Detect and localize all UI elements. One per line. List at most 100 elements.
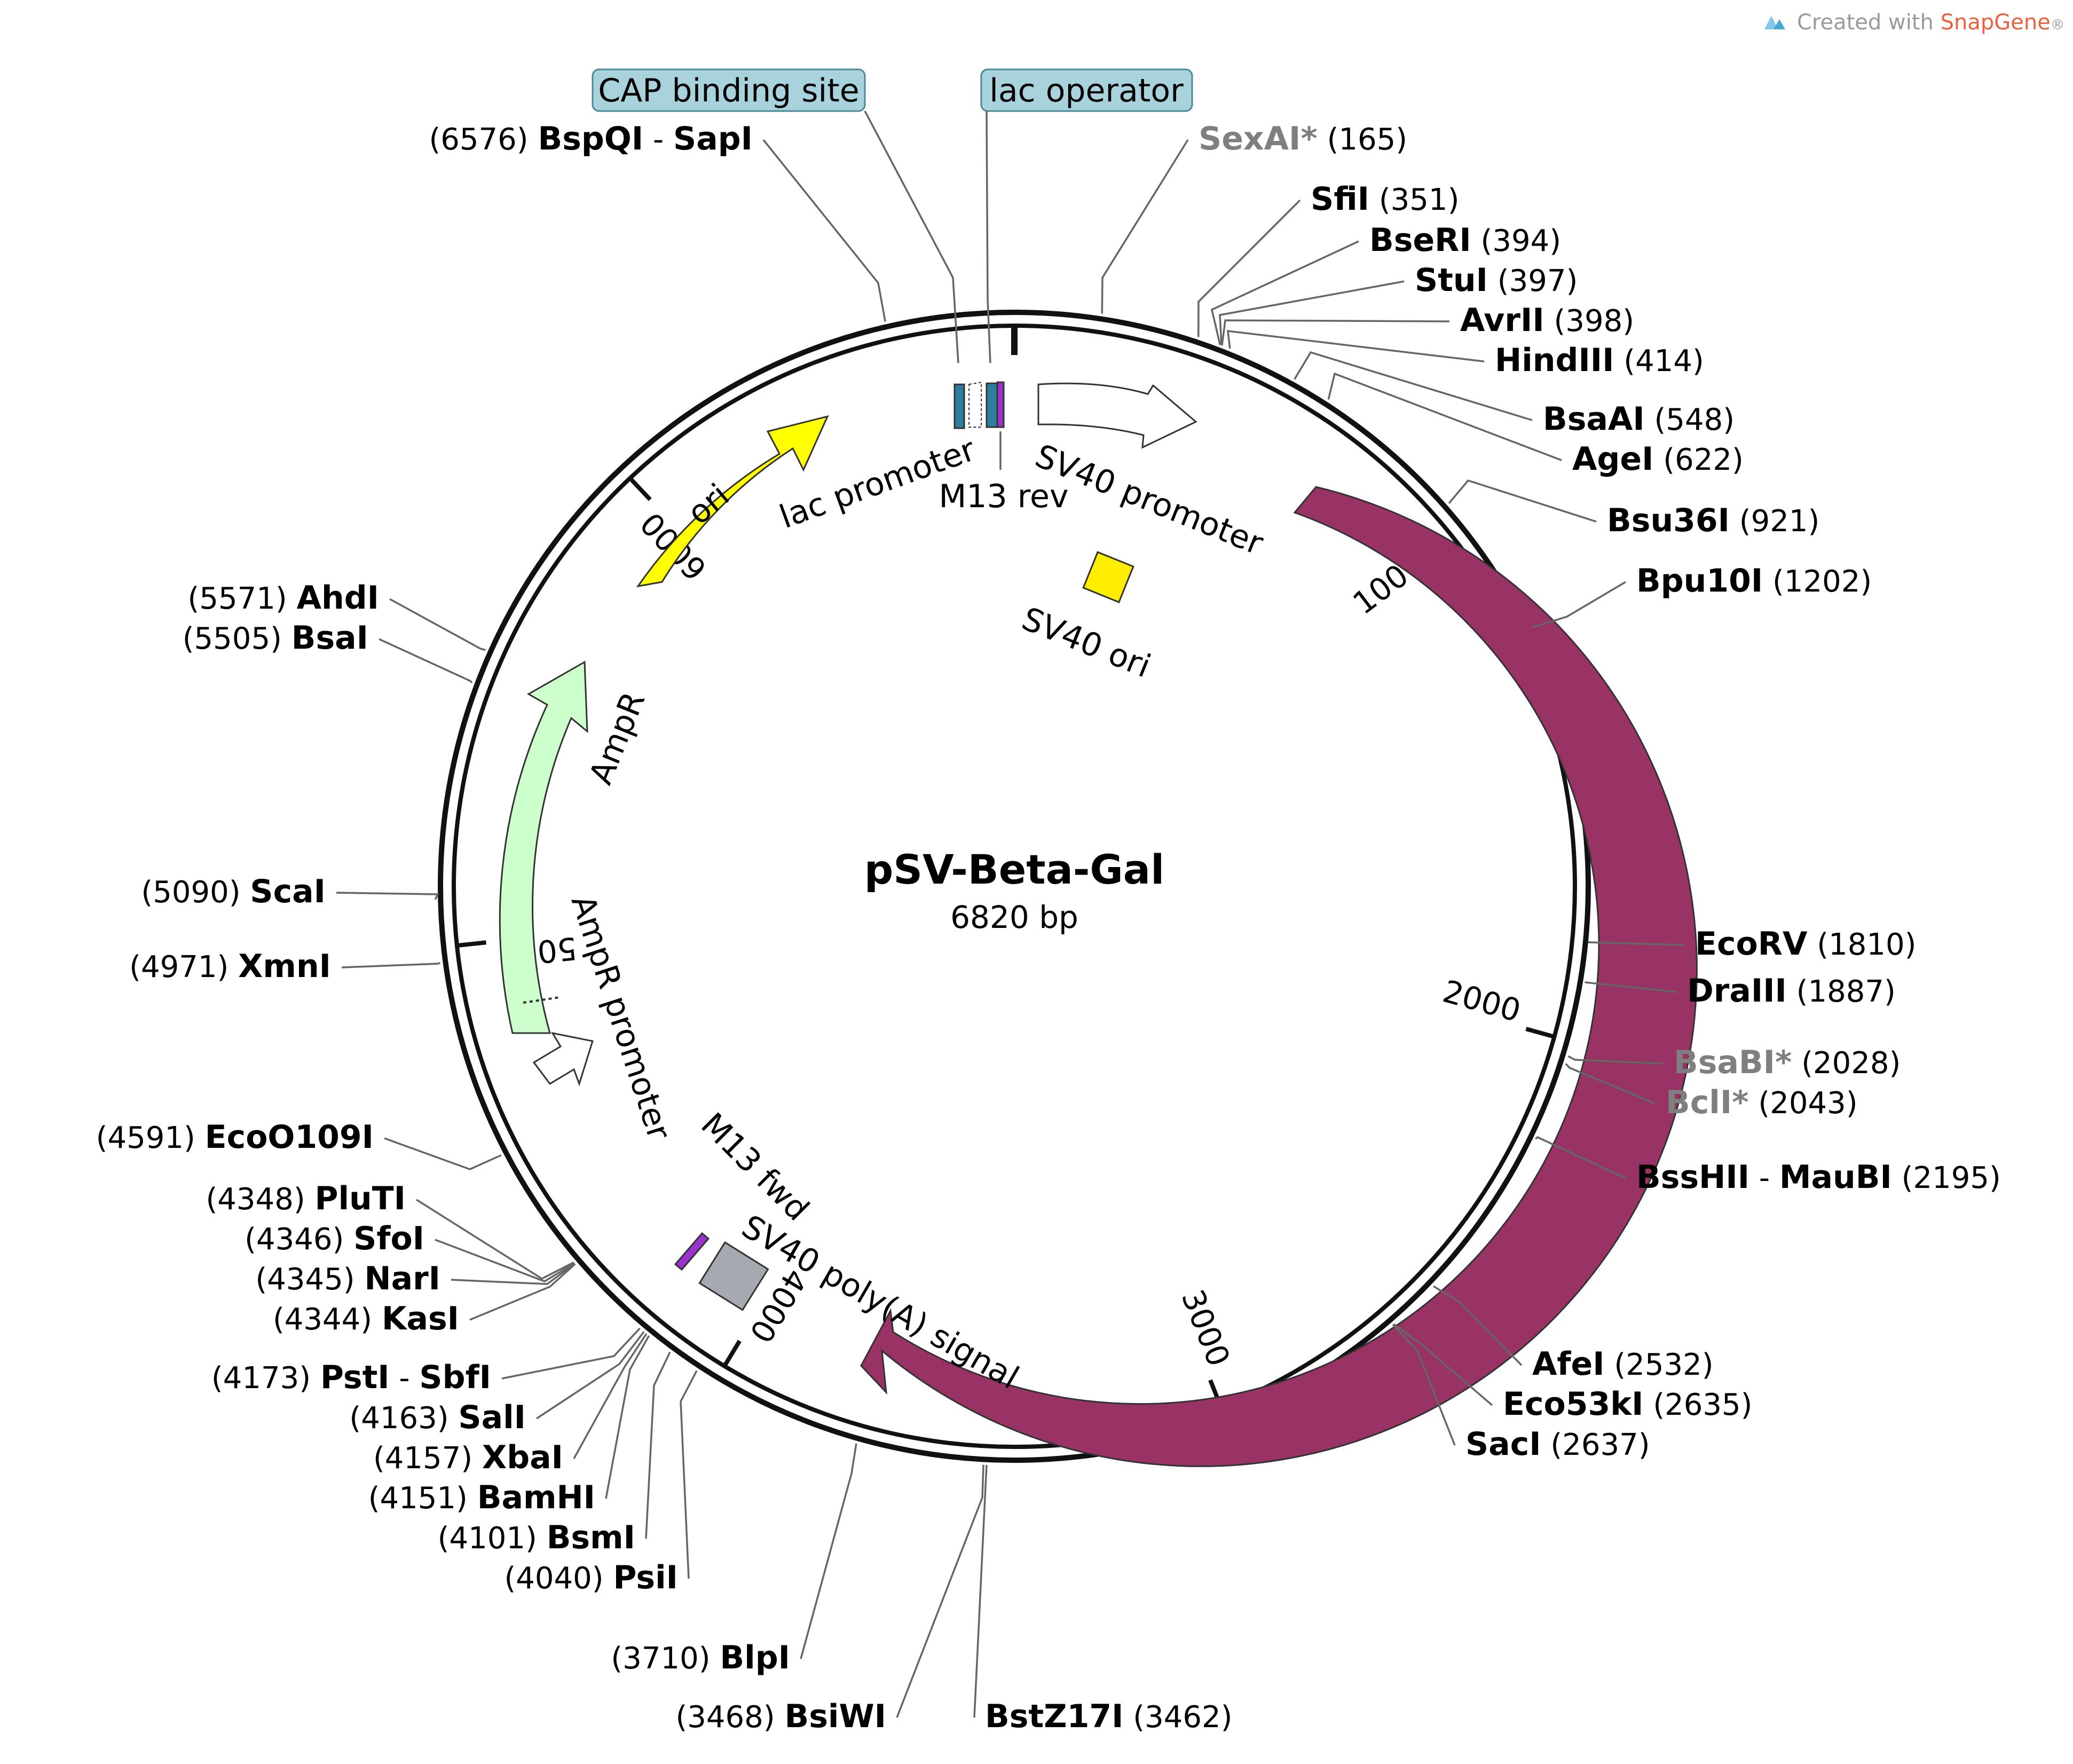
site-label: (3710) BlpI bbox=[611, 1639, 790, 1676]
site-label: BclI* (2043) bbox=[1666, 1084, 1858, 1121]
restriction-site[interactable]: AvrII (398) bbox=[1221, 302, 1634, 346]
site-callout-line bbox=[1565, 1063, 1656, 1105]
plasmid-name: pSV-Beta-Gal bbox=[864, 846, 1164, 893]
site-label: StuI (397) bbox=[1415, 262, 1578, 299]
restriction-site[interactable]: (4173) PstI - SbfI bbox=[211, 1327, 641, 1396]
restriction-site[interactable]: (4040) PsiI bbox=[504, 1370, 698, 1596]
feature-ampr[interactable]: AmpR bbox=[499, 660, 652, 1034]
lac-operator-callout[interactable]: lac operator bbox=[980, 68, 1193, 364]
site-label: (5571) AhdI bbox=[188, 579, 379, 617]
cap-binding-site-label: CAP binding site bbox=[598, 72, 859, 109]
svg-text:Created with SnapGene®: Created with SnapGene® bbox=[1797, 10, 2064, 35]
site-label: SacI (2637) bbox=[1465, 1426, 1650, 1463]
cap-binding-site-callout[interactable]: CAP binding site bbox=[592, 68, 959, 364]
site-callout-line bbox=[573, 1333, 648, 1459]
scale-tick bbox=[629, 477, 652, 501]
site-label: BssHII - MauBI (2195) bbox=[1636, 1159, 2001, 1196]
site-label: BsaBI* (2028) bbox=[1674, 1044, 1901, 1081]
site-callout-line bbox=[451, 1263, 576, 1285]
restriction-site[interactable]: Eco53kI (2635) bbox=[1393, 1323, 1753, 1423]
restriction-site[interactable]: StuI (397) bbox=[1219, 262, 1578, 345]
restriction-site[interactable]: EcoRV (1810) bbox=[1588, 925, 1916, 963]
feature-lacz[interactable]: lacZ bbox=[860, 486, 1698, 1467]
restriction-site[interactable]: AfeI (2532) bbox=[1433, 1285, 1714, 1383]
site-callout-line bbox=[336, 892, 439, 900]
restriction-site[interactable]: (4151) BamHI bbox=[368, 1335, 650, 1516]
site-callout-line bbox=[501, 1327, 641, 1380]
watermark-suffix: ® bbox=[2051, 17, 2064, 33]
restriction-site[interactable]: SacI (2637) bbox=[1392, 1324, 1650, 1463]
restriction-site[interactable]: BclI* (2043) bbox=[1565, 1063, 1858, 1121]
site-callout-line bbox=[389, 598, 486, 651]
restriction-site[interactable]: (5090) ScaI bbox=[141, 873, 439, 910]
feature-sv40-promoter[interactable]: SV40 promoter bbox=[1030, 382, 1268, 563]
restriction-site[interactable]: (4348) PluTI bbox=[206, 1180, 574, 1280]
restriction-site[interactable]: (4345) NarI bbox=[255, 1260, 576, 1297]
restriction-site[interactable]: (4163) SalI bbox=[349, 1331, 645, 1436]
site-label: AvrII (398) bbox=[1460, 302, 1634, 339]
site-label: (5090) ScaI bbox=[141, 873, 326, 910]
ampr-promoter-label: AmpR promoter bbox=[564, 891, 678, 1144]
site-label: HindIII (414) bbox=[1495, 342, 1704, 379]
restriction-site[interactable]: (3468) BsiWI bbox=[675, 1464, 984, 1735]
feature-ampr-promoter[interactable]: AmpR promoter bbox=[532, 891, 678, 1144]
restriction-site[interactable]: AgeI (622) bbox=[1327, 372, 1744, 478]
site-callout-line bbox=[896, 1464, 984, 1718]
restriction-site[interactable]: BssHII - MauBI (2195) bbox=[1535, 1136, 2001, 1196]
restriction-sites: (6576) BspQI - SapI SexAI* (165)SfiI (351… bbox=[96, 120, 2001, 1735]
restriction-site[interactable]: BsaAI (548) bbox=[1294, 351, 1735, 438]
site-callout-line bbox=[1392, 1324, 1456, 1446]
site-label: BsaAI (548) bbox=[1543, 400, 1735, 438]
restriction-site[interactable]: (4971) XmnI bbox=[129, 948, 441, 985]
site-callout-line bbox=[1535, 1136, 1626, 1179]
site-callout-line bbox=[973, 1464, 988, 1718]
restriction-site[interactable]: Bpu10I (1202) bbox=[1532, 562, 1872, 628]
restriction-site[interactable]: HindIII (414) bbox=[1227, 330, 1704, 379]
lacz-label: lacZ bbox=[1400, 1072, 1465, 1149]
site-callout-line bbox=[1219, 280, 1405, 345]
site-label: (4971) XmnI bbox=[129, 948, 331, 985]
site-callout-line bbox=[384, 1137, 502, 1170]
restriction-site[interactable]: (4591) EcoO109I bbox=[96, 1119, 502, 1170]
site-callout-line bbox=[1532, 581, 1626, 628]
site-callout-line bbox=[1567, 1055, 1664, 1065]
site-callout-line bbox=[605, 1335, 650, 1499]
restriction-site[interactable]: DraIII (1887) bbox=[1585, 972, 1896, 1010]
site-callout-line bbox=[379, 638, 473, 683]
site-callout-line bbox=[800, 1443, 857, 1659]
feature-lac-promoter[interactable]: lac promoter M13 rev bbox=[775, 381, 1068, 536]
lac-operator-label: lac operator bbox=[989, 72, 1184, 109]
restriction-site[interactable]: (4344) KasI bbox=[273, 1263, 576, 1337]
site-label: AgeI (622) bbox=[1572, 440, 1744, 478]
restriction-site[interactable]: (5505) BsaI bbox=[183, 619, 473, 683]
feature-sv40-polya[interactable]: SV40 poly(A) signal bbox=[698, 1208, 1025, 1397]
restriction-site[interactable]: (5571) AhdI bbox=[188, 579, 486, 651]
restriction-site[interactable]: SexAI* (165) bbox=[1101, 120, 1407, 314]
snapgene-logo-icon bbox=[1764, 16, 1785, 29]
site-label: BstZ17I (3462) bbox=[985, 1698, 1232, 1735]
site-label: (4101) BsmI bbox=[438, 1519, 635, 1556]
site-label: (4346) SfoI bbox=[245, 1220, 424, 1257]
site-callout-line bbox=[1101, 139, 1189, 314]
scale-tick-label: 2000 bbox=[1439, 973, 1524, 1029]
site-callout-line bbox=[1221, 319, 1450, 346]
restriction-site[interactable]: (4157) XbaI bbox=[373, 1333, 648, 1476]
feature-sv40-ori[interactable]: SV40 ori bbox=[1016, 551, 1156, 686]
restriction-site[interactable]: BstZ17I (3462) bbox=[973, 1464, 1232, 1735]
site-label: (4345) NarI bbox=[255, 1260, 440, 1297]
site-callout-line bbox=[469, 1263, 576, 1321]
restriction-site[interactable]: BseRI (394) bbox=[1210, 222, 1561, 345]
restriction-site[interactable]: (4346) SfoI bbox=[245, 1220, 576, 1282]
site-callout-line bbox=[536, 1331, 645, 1420]
restriction-site[interactable]: (3710) BlpI bbox=[611, 1443, 857, 1676]
restriction-site[interactable]: SfiI (351) bbox=[1197, 180, 1460, 337]
scale-tick bbox=[458, 940, 487, 948]
site-label: Eco53kI (2635) bbox=[1503, 1385, 1753, 1423]
restriction-site[interactable]: BsaBI* (2028) bbox=[1567, 1044, 1901, 1081]
restriction-site[interactable]: (6576) BspQI - SapI bbox=[429, 120, 886, 322]
site-label: (4173) PstI - SbfI bbox=[211, 1359, 491, 1396]
site-callout-line bbox=[341, 962, 441, 968]
restriction-site[interactable]: Bsu36I (921) bbox=[1448, 479, 1819, 539]
site-label: (5505) BsaI bbox=[183, 619, 368, 657]
restriction-site[interactable]: (4101) BsmI bbox=[438, 1351, 671, 1556]
